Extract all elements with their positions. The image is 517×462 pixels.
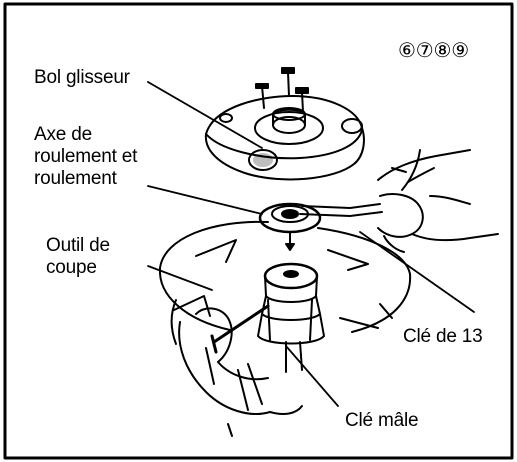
- label-sliding-bowl: Bol glisseur: [34, 67, 130, 89]
- label-hex-key: Clé mâle: [345, 410, 418, 432]
- upper-hand-wrench: [300, 150, 498, 252]
- label-wrench-13: Clé de 13: [403, 326, 483, 348]
- step-reference-numbers: ⑥⑦⑧⑨: [398, 40, 469, 62]
- label-axle-line1: Axe de: [34, 124, 92, 146]
- cutting-disc: [160, 222, 410, 332]
- screws: [256, 68, 308, 112]
- label-axle-line2: roulement et: [34, 146, 137, 168]
- label-axle-line3: roulement: [34, 168, 117, 190]
- spindle-hub: [258, 264, 324, 372]
- label-cutting-tool-line2: coupe: [46, 257, 97, 279]
- label-cutting-tool-line1: Outil de: [46, 235, 110, 257]
- sliding-bowl: [206, 96, 364, 179]
- leader-lines: [148, 82, 474, 406]
- bearing-axle: [260, 204, 320, 250]
